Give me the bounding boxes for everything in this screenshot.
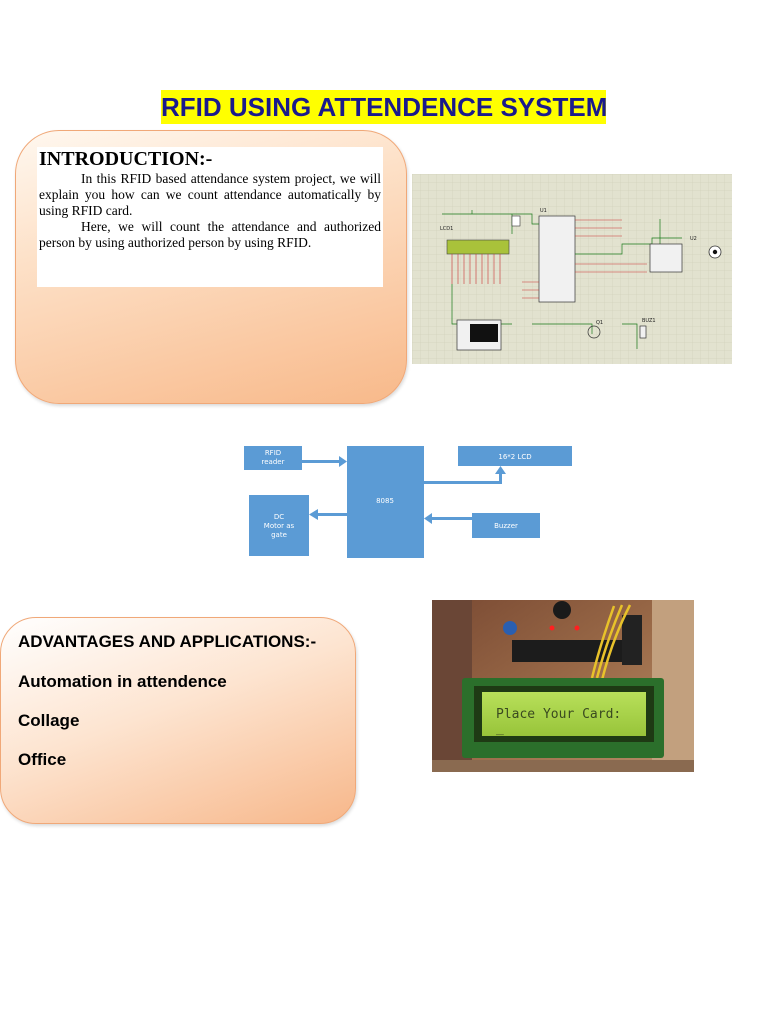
block-dc-motor-label-3: gate bbox=[271, 531, 287, 539]
block-dc-motor-label-1: DC bbox=[274, 513, 284, 521]
schematic-label-u1: U1 bbox=[540, 208, 547, 214]
block-lcd bbox=[458, 446, 572, 466]
introduction-text-block: INTRODUCTION:- In this RFID based attend… bbox=[37, 147, 383, 287]
advantages-item-3: Office bbox=[18, 750, 67, 769]
block-microcontroller-label: 8085 bbox=[376, 497, 394, 505]
advantages-heading: ADVANTAGES AND APPLICATIONS:- bbox=[18, 632, 317, 651]
block-buzzer bbox=[472, 513, 540, 538]
hardware-photo: Place Your Card: _ bbox=[432, 600, 694, 772]
block-microcontroller bbox=[347, 446, 424, 558]
block-rfid-reader bbox=[244, 446, 302, 470]
schematic-label-buz1: BUZ1 bbox=[642, 318, 656, 324]
lcd-display-text: Place Your Card: bbox=[496, 707, 621, 722]
block-rfid-reader-label-2: reader bbox=[262, 458, 285, 466]
advantages-panel bbox=[0, 617, 356, 824]
introduction-paragraph-2: Here, we will count the attendance and a… bbox=[39, 219, 381, 250]
block-diagram-arrows bbox=[302, 456, 506, 524]
schematic-label-u2: U2 bbox=[690, 236, 697, 242]
block-buzzer-label: Buzzer bbox=[494, 522, 518, 530]
schematic-label-lcd1: LCD1 bbox=[440, 226, 453, 232]
introduction-paragraph-1: In this RFID based attendance system pro… bbox=[39, 171, 381, 218]
schematic-label-q1: Q1 bbox=[596, 320, 603, 326]
block-dc-motor bbox=[249, 495, 309, 556]
block-rfid-reader-label-1: RFID bbox=[265, 449, 281, 457]
circuit-schematic-image: LCD1 U1 U2 Q1 BUZ1 bbox=[412, 174, 732, 364]
introduction-heading: INTRODUCTION:- bbox=[39, 148, 213, 170]
advantages-item-1: Automation in attendence bbox=[18, 672, 227, 691]
lcd-cursor: _ bbox=[496, 721, 504, 736]
block-dc-motor-label-2: Motor as bbox=[264, 522, 295, 530]
block-diagram: RFID reader 8085 16*2 LCD DC Motor as ga… bbox=[244, 446, 572, 558]
page-title: RFID USING ATTENDENCE SYSTEM bbox=[161, 90, 608, 124]
advantages-item-2: Collage bbox=[18, 711, 80, 730]
block-lcd-label: 16*2 LCD bbox=[498, 453, 531, 461]
